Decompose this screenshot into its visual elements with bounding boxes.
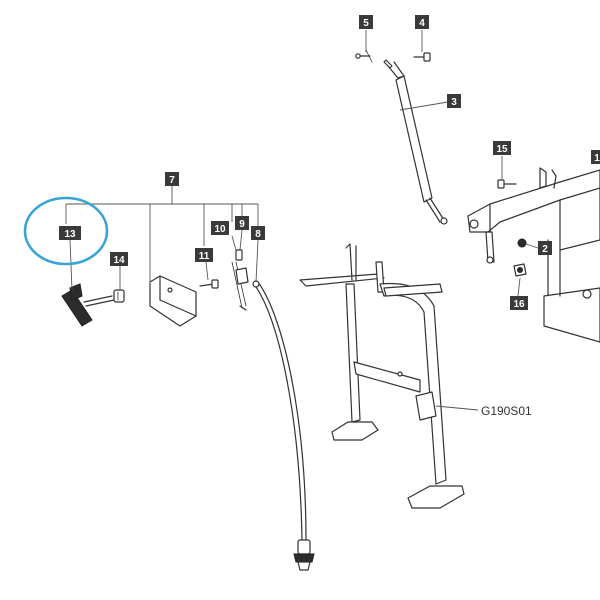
svg-text:9: 9 xyxy=(239,219,245,230)
svg-text:3: 3 xyxy=(451,97,457,108)
frame-assembly xyxy=(467,167,600,343)
svg-text:14: 14 xyxy=(113,255,125,266)
part-label-10[interactable]: 10 xyxy=(211,221,229,235)
svg-text:4: 4 xyxy=(419,18,425,29)
svg-text:15: 15 xyxy=(496,144,508,155)
svg-text:11: 11 xyxy=(199,251,210,262)
cable-part-8 xyxy=(252,280,315,571)
part-label-7[interactable]: 7 xyxy=(165,172,179,186)
spacer-part-14 xyxy=(113,289,125,303)
bracket-plate xyxy=(149,275,197,327)
leader-lines-right xyxy=(365,30,539,297)
svg-text:16: 16 xyxy=(513,299,525,310)
svg-text:2: 2 xyxy=(542,244,548,255)
part-label-4[interactable]: 4 xyxy=(415,15,429,29)
bolt-part-11 xyxy=(199,279,219,289)
nut-part-16 xyxy=(513,263,527,277)
svg-text:5: 5 xyxy=(363,18,369,29)
part-label-13[interactable]: 13 xyxy=(59,226,81,240)
stand-frame xyxy=(299,243,479,509)
svg-text:8: 8 xyxy=(255,229,261,240)
part-label-11[interactable]: 11 xyxy=(195,248,213,262)
svg-text:10: 10 xyxy=(214,224,226,235)
bolt-part-4 xyxy=(413,52,431,62)
svg-text:1: 1 xyxy=(594,153,600,164)
highlight-ellipse xyxy=(23,196,109,266)
leader-lines-7 xyxy=(65,186,259,291)
drawing-code: G190S01 xyxy=(481,404,532,418)
part-label-16[interactable]: 16 xyxy=(510,296,528,310)
part-label-2[interactable]: 2 xyxy=(538,241,552,255)
knob-part-13 xyxy=(61,283,115,327)
part-label-1[interactable]: 1 xyxy=(591,150,600,164)
pin-part-5 xyxy=(355,49,373,63)
svg-text:7: 7 xyxy=(169,175,175,186)
part-label-9[interactable]: 9 xyxy=(235,216,249,230)
nut-part-2 xyxy=(517,238,527,248)
clip-part-9 xyxy=(235,249,249,285)
part-label-14[interactable]: 14 xyxy=(110,252,128,266)
gas-strut-part xyxy=(383,59,448,225)
part-label-3[interactable]: 3 xyxy=(447,94,461,108)
part-label-5[interactable]: 5 xyxy=(359,15,373,29)
svg-text:13: 13 xyxy=(64,229,76,240)
part-label-15[interactable]: 15 xyxy=(493,141,511,155)
part-label-8[interactable]: 8 xyxy=(251,226,265,240)
